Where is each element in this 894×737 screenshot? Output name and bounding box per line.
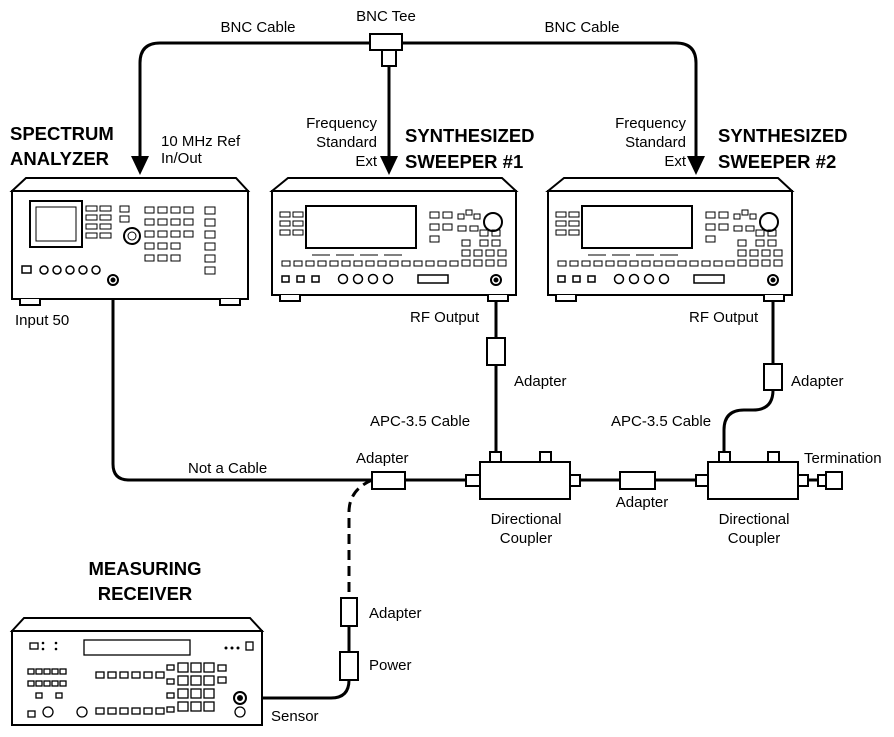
synthesized-sweeper-1 (269, 177, 519, 302)
bnc-tee (369, 33, 403, 67)
coupler2-label-1: Directional (719, 511, 790, 528)
sweeper2-freq-label-1: Frequency (615, 115, 686, 132)
bnc-cable-left-label: BNC Cable (220, 19, 295, 36)
sensor-label: Sensor (271, 708, 319, 725)
arrow-sweeper1-ref (380, 156, 398, 175)
measuring-receiver-title-2: RECEIVER (98, 583, 193, 604)
adapter-lower-label: Adapter (369, 605, 422, 622)
sweeper1-freq-label-2: Standard (316, 134, 377, 151)
adapter-upper-inline (371, 471, 406, 490)
sweeper2-apc-cable-label: APC-3.5 Cable (611, 413, 711, 430)
analyzer-input-port (107, 274, 119, 286)
measuring-receiver-title-1: MEASURING (88, 558, 201, 579)
power-sensor-cable (248, 679, 351, 700)
sweeper1-adapter-label: Adapter (514, 373, 567, 390)
analyzer-input-cable (111, 285, 372, 482)
ref-in-out-label-1: 10 MHz Ref (161, 133, 241, 150)
directional-coupler-2 (695, 451, 809, 500)
measuring-receiver (9, 617, 265, 726)
coupler2-label-2: Coupler (728, 530, 781, 547)
bnc-cable-left (138, 41, 370, 158)
power-label: Power (369, 657, 412, 674)
sweeper2-title-2: SWEEPER #2 (718, 151, 836, 172)
adapter-upper-label: Adapter (356, 450, 409, 467)
receiver-sensor-port (233, 691, 247, 705)
sweeper2-adapter-label: Adapter (791, 373, 844, 390)
sweeper1-freq-label-3: Ext (355, 153, 378, 170)
adapter-lower (340, 597, 358, 627)
sweeper1-title-1: SYNTHESIZED (405, 125, 535, 146)
power-sensor-body (339, 651, 359, 681)
sweeper2-rf-output-port (767, 274, 779, 286)
sweeper1-rf-output-port (490, 274, 502, 286)
bnc-cable-right-label: BNC Cable (544, 19, 619, 36)
synthesized-sweeper-2 (545, 177, 795, 302)
sweeper2-apc-cable (722, 389, 775, 452)
sweeper2-rf-output-label: RF Output (689, 309, 759, 326)
directional-coupler-1 (465, 451, 581, 500)
adapter-sweeper2 (763, 363, 783, 391)
ref-in-out-label-2: In/Out (161, 150, 203, 167)
sweeper2-freq-label-2: Standard (625, 134, 686, 151)
sweeper2-title-1: SYNTHESIZED (718, 125, 848, 146)
analyzer-input-label: Input 50 (15, 312, 69, 329)
sweeper1-freq-label-1: Frequency (306, 115, 377, 132)
termination-label: Termination (804, 450, 882, 467)
adapter-sweeper1 (486, 337, 506, 366)
spectrum-analyzer-title-2: ANALYZER (10, 148, 109, 169)
coupler1-label-2: Coupler (500, 530, 553, 547)
sensor-dashed-link (347, 478, 373, 598)
coupler1-label-1: Directional (491, 511, 562, 528)
not-a-cable-label: Not a Cable (188, 460, 267, 477)
spectrum-analyzer (9, 177, 251, 306)
arrow-sweeper2-ref (687, 156, 705, 175)
arrow-analyzer-ref (131, 156, 149, 175)
adapter-between-couplers (619, 471, 656, 490)
spectrum-analyzer-title-1: SPECTRUM (10, 123, 114, 144)
bnc-tee-label: BNC Tee (356, 8, 416, 25)
sweeper1-apc-cable-label: APC-3.5 Cable (370, 413, 470, 430)
bnc-cable-right (402, 41, 698, 158)
termination-load (817, 471, 843, 490)
adapter-mid-label: Adapter (616, 494, 669, 511)
sweeper1-rf-output-label: RF Output (410, 309, 480, 326)
sweeper1-title-2: SWEEPER #1 (405, 151, 523, 172)
sweeper2-freq-label-3: Ext (664, 153, 687, 170)
